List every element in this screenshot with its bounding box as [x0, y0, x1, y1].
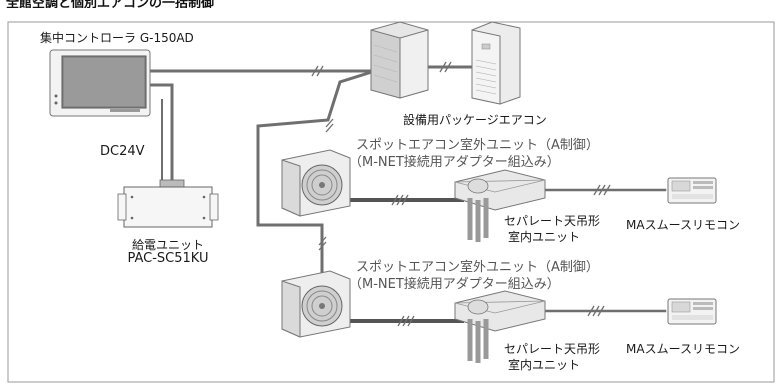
spot-outdoor-unit-1 [281, 149, 351, 217]
cable-slash-marks [311, 61, 611, 327]
spot-indoor-1-label-line1: セパレート天吊形 [504, 214, 601, 228]
remote-1-label: MAスムースリモコン [626, 218, 740, 232]
spot-indoor-2-label-line2: 室内ユニット [508, 358, 581, 372]
spot-outdoor-unit-2 [281, 270, 351, 338]
spot-indoor-1-label-line2: 室内ユニット [508, 230, 581, 244]
section-header: 全館空調と個別エアコンの一括制御 [0, 0, 781, 8]
remote-2-label: MAスムースリモコン [626, 342, 740, 356]
diagram-frame [7, 21, 775, 383]
power-supply-unit-device [117, 179, 219, 228]
package-aircon-outdoor-unit [370, 21, 429, 99]
ma-remote-controller-2 [667, 298, 717, 325]
dc24v-label: DC24V [100, 144, 145, 159]
central-controller-device [49, 49, 151, 117]
spot-indoor-unit-1 [454, 169, 546, 242]
power-unit-label-line2: PAC-SC51KU [127, 251, 209, 266]
spot-indoor-2-label-line1: セパレート天吊形 [504, 342, 601, 356]
package-aircon-label: 設備用パッケージエアコン [403, 113, 547, 127]
ma-remote-controller-1 [667, 177, 717, 204]
power-unit-label-line1: 給電ユニット [131, 238, 204, 252]
wiring [148, 65, 667, 323]
controller-label: 集中コントローラ G-150AD [40, 31, 194, 45]
package-aircon-indoor-unit [471, 21, 521, 105]
spot-outdoor-2-label-line1: スポットエアコン室外ユニット（A制御） [356, 260, 599, 275]
spot-outdoor-1-label-line2: （M-NET接続用アダプター組込み） [349, 155, 560, 170]
header-title: 全館空調と個別エアコンの一括制御 [6, 0, 215, 8]
spot-indoor-unit-2 [454, 290, 546, 363]
spot-outdoor-2-label-line2: （M-NET接続用アダプター組込み） [349, 277, 560, 292]
spot-outdoor-1-label-line1: スポットエアコン室外ユニット（A制御） [356, 138, 599, 153]
